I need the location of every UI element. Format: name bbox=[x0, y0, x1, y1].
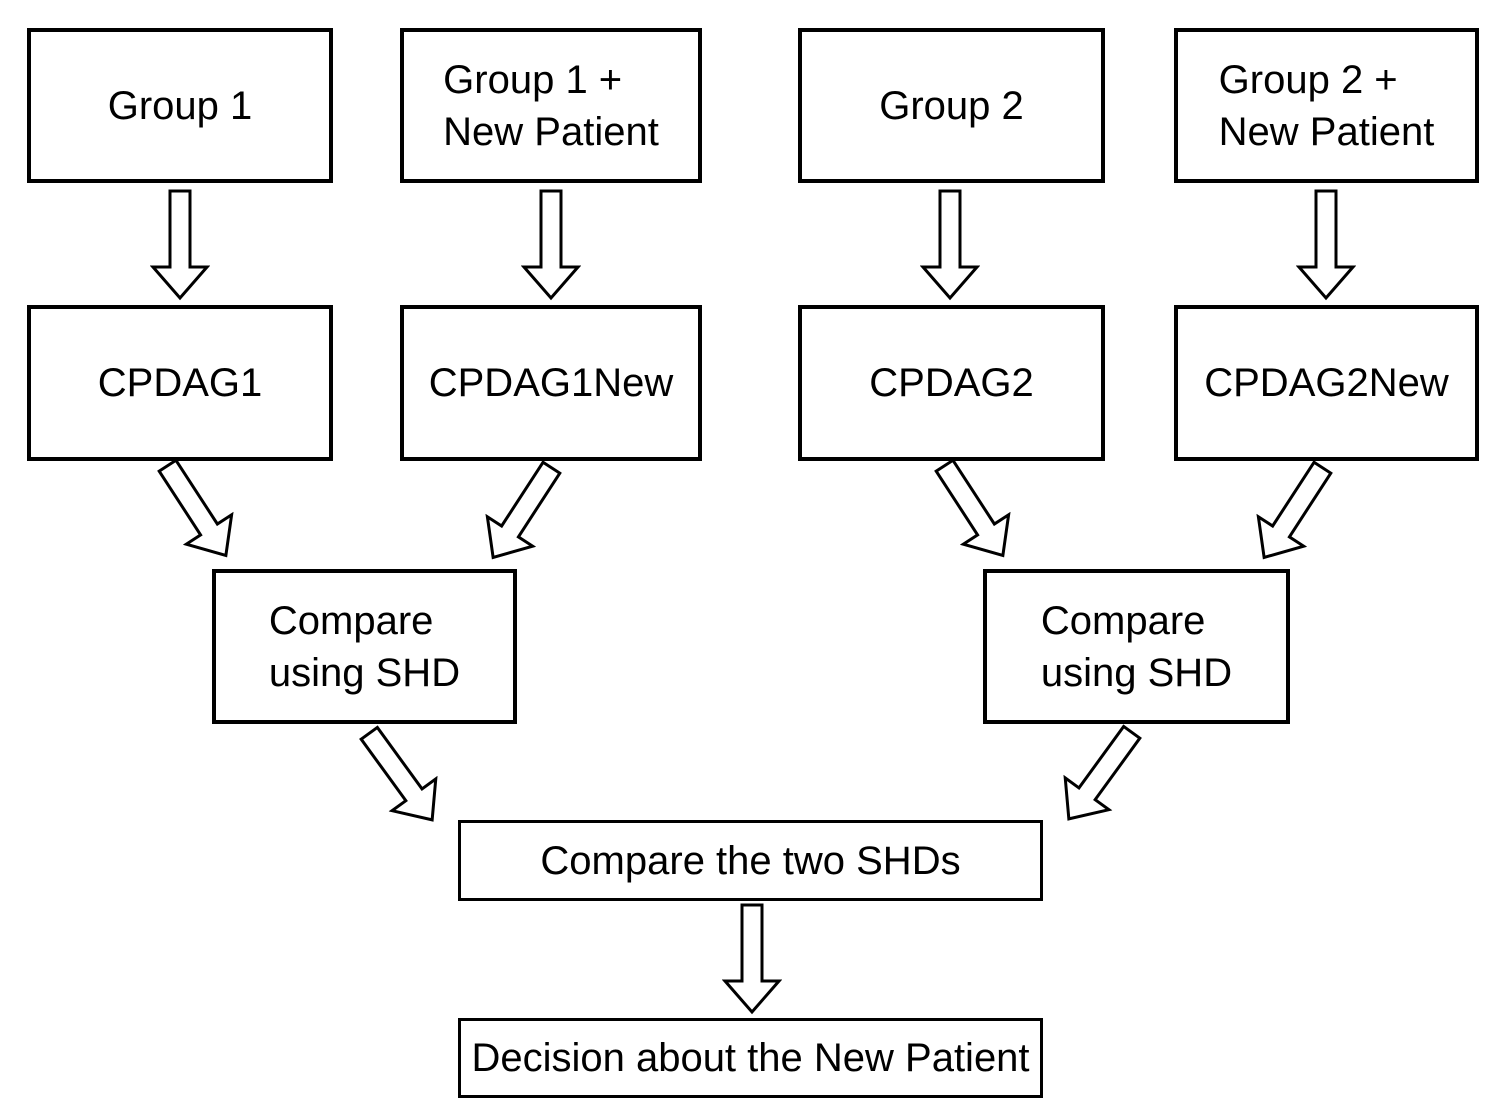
node-label: Compare the two SHDs bbox=[540, 838, 961, 883]
arrow-compare-left-to-compare-two-shds bbox=[344, 714, 458, 840]
node-label-line-1: Group 1 + bbox=[443, 57, 623, 102]
node-compare-the-two-shds: Compare the two SHDs bbox=[458, 820, 1043, 901]
node-cpdag2new: CPDAG2New bbox=[1174, 305, 1479, 461]
node-cpdag1new: CPDAG1New bbox=[400, 305, 702, 461]
node-label-line-1: Compare bbox=[268, 598, 434, 643]
node-label: CPDAG2 bbox=[869, 361, 1034, 405]
node-label: Group 2 bbox=[879, 83, 1024, 128]
node-label: CPDAG1 bbox=[97, 361, 263, 405]
arrow-compare-right-to-compare-two-shds bbox=[1043, 713, 1157, 839]
node-label-line-1: Compare bbox=[1040, 598, 1206, 643]
node-label-line-2: using SHD bbox=[268, 650, 461, 695]
arrow-group2new-to-cpdag2new bbox=[1296, 189, 1356, 301]
node-compare-using-shd-right: Compare using SHD bbox=[983, 569, 1290, 724]
node-label: CPDAG2New bbox=[1204, 361, 1449, 405]
node-label-line-1: Group 2 + bbox=[1218, 57, 1398, 102]
node-group-1-plus-new-patient: Group 1 + New Patient bbox=[400, 28, 702, 183]
arrow-group1new-to-cpdag1new bbox=[521, 189, 581, 301]
arrow-cpdag2-to-compare-right bbox=[918, 448, 1029, 575]
arrow-cpdag1-to-compare-left bbox=[141, 448, 252, 575]
node-group-2: Group 2 bbox=[798, 28, 1105, 183]
node-label: Decision about the New Patient bbox=[471, 1036, 1030, 1080]
node-label-line-2: New Patient bbox=[443, 109, 659, 154]
node-label: CPDAG1New bbox=[428, 361, 674, 405]
arrow-cpdag2new-to-compare-right bbox=[1237, 450, 1348, 577]
node-decision-about-new-patient: Decision about the New Patient bbox=[458, 1018, 1043, 1098]
node-label-line-2: using SHD bbox=[1040, 650, 1233, 695]
node-label-line-2: New Patient bbox=[1218, 109, 1435, 154]
node-group-1: Group 1 bbox=[27, 28, 333, 183]
arrow-group2-to-cpdag2 bbox=[920, 189, 980, 301]
arrow-cpdag1new-to-compare-left bbox=[466, 450, 577, 577]
node-compare-using-shd-left: Compare using SHD bbox=[212, 569, 517, 724]
node-label: Group 1 bbox=[107, 83, 253, 128]
arrow-group1-to-cpdag1 bbox=[150, 189, 210, 301]
node-group-2-plus-new-patient: Group 2 + New Patient bbox=[1174, 28, 1479, 183]
node-cpdag2: CPDAG2 bbox=[798, 305, 1105, 461]
arrow-compare-two-shds-to-decision bbox=[722, 903, 782, 1015]
node-cpdag1: CPDAG1 bbox=[27, 305, 333, 461]
